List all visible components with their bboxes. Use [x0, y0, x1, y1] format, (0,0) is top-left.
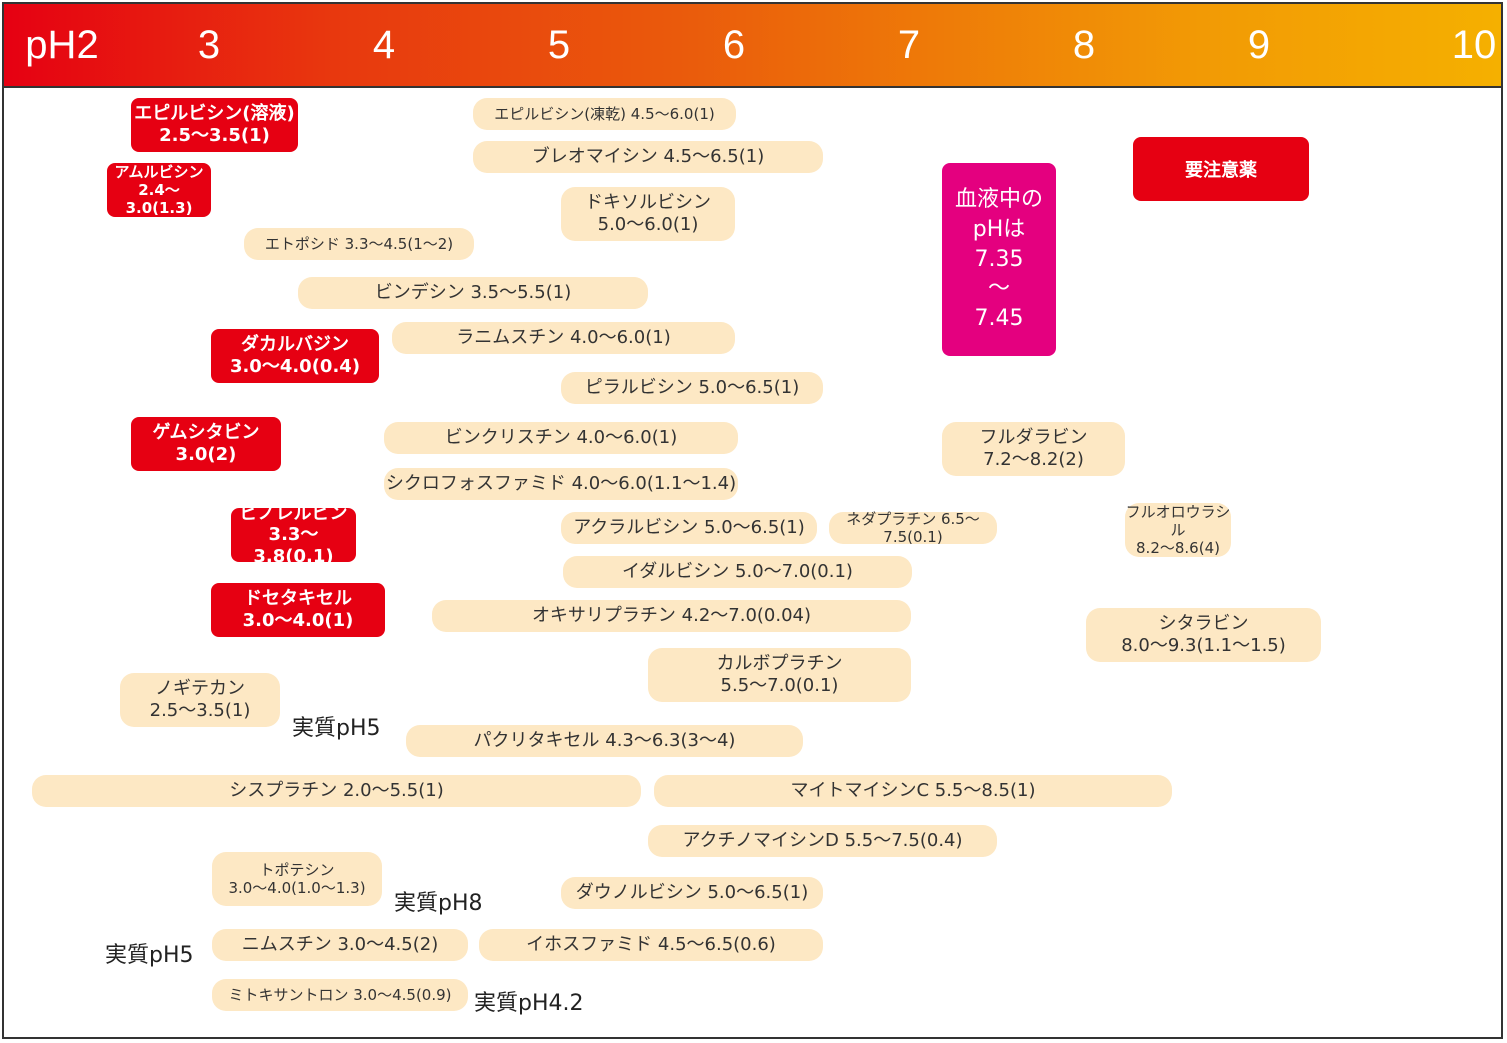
drug-pill: カルボプラチン 5.5〜7.0(0.1) — [648, 648, 911, 702]
drug-pill: マイトマイシンC 5.5〜8.5(1) — [654, 775, 1172, 807]
drug-pill: パクリタキセル 4.3〜6.3(3〜4) — [406, 725, 803, 757]
drug-pill: ゲムシタビン 3.0(2) — [131, 417, 281, 471]
ph-tick: 7 — [897, 23, 921, 67]
effective-ph-note: 実質pH5 — [105, 943, 194, 968]
drug-pill: ネダプラチン 6.5〜7.5(0.1) — [829, 510, 997, 546]
drug-pill: フルオロウラシル 8.2〜8.6(4) — [1125, 503, 1231, 557]
drug-pill: イダルビシン 5.0〜7.0(0.1) — [563, 556, 912, 588]
ph-scale-bar: pH2 3 4 5 6 7 8 9 10 — [4, 4, 1501, 88]
drug-pill: ビンクリスチン 4.0〜6.0(1) — [384, 422, 738, 454]
drug-pill: ダウノルビシン 5.0〜6.5(1) — [561, 877, 823, 909]
drug-pill: ダカルバジン 3.0〜4.0(0.4) — [211, 329, 379, 383]
drug-pill: ブレオマイシン 4.5〜6.5(1) — [473, 141, 823, 173]
drug-pill: シクロフォスファミド 4.0〜6.0(1.1〜1.4) — [384, 468, 738, 500]
drug-pill: ピラルビシン 5.0〜6.5(1) — [561, 372, 823, 404]
ph-tick: 8 — [1072, 23, 1096, 67]
ph-tick: 10 — [1451, 23, 1497, 67]
blood-ph-note: 血液中の pHは 7.35 〜 7.45 — [942, 163, 1056, 356]
drug-pill: ドキソルビシン 5.0〜6.0(1) — [561, 187, 735, 241]
drug-pill: イホスファミド 4.5〜6.5(0.6) — [479, 929, 823, 961]
ph-tick: pH2 — [25, 23, 99, 67]
drug-pill: ニムスチン 3.0〜4.5(2) — [212, 929, 468, 961]
drug-pill: シタラビン 8.0〜9.3(1.1〜1.5) — [1086, 608, 1321, 662]
drug-pill: エピルビシン(凍乾) 4.5〜6.0(1) — [473, 98, 736, 130]
drug-pill: ラニムスチン 4.0〜6.0(1) — [392, 322, 735, 354]
effective-ph-note: 実質pH8 — [394, 891, 483, 916]
drug-pill: トポテシン 3.0〜4.0(1.0〜1.3) — [212, 852, 382, 906]
ph-tick: 9 — [1247, 23, 1271, 67]
drug-pill: フルダラビン 7.2〜8.2(2) — [942, 422, 1125, 476]
effective-ph-note: 実質pH4.2 — [474, 991, 584, 1016]
drug-pill: オキサリプラチン 4.2〜7.0(0.04) — [432, 600, 911, 632]
ph-tick: 5 — [547, 23, 571, 67]
ph-tick: 4 — [372, 23, 396, 67]
drug-pill: シスプラチン 2.0〜5.5(1) — [32, 775, 641, 807]
drug-pill: アクチノマイシンD 5.5〜7.5(0.4) — [648, 825, 997, 857]
drug-pill: ミトキサントロン 3.0〜4.5(0.9) — [212, 979, 468, 1011]
drug-pill: アクラルビシン 5.0〜6.5(1) — [561, 512, 817, 544]
drug-pill: ビノレルビン 3.3〜3.8(0.1) — [231, 503, 356, 567]
effective-ph-note: 実質pH5 — [292, 716, 381, 741]
drug-pill: ドセタキセル 3.0〜4.0(1) — [211, 583, 385, 637]
legend-caution-drug: 要注意薬 — [1133, 137, 1309, 201]
drug-pill: ビンデシン 3.5〜5.5(1) — [298, 277, 648, 309]
ph-tick: 6 — [722, 23, 746, 67]
drug-pill: エピルビシン(溶液) 2.5〜3.5(1) — [131, 98, 298, 152]
ph-tick: 3 — [197, 23, 221, 67]
drug-pill: エトポシド 3.3〜4.5(1〜2) — [244, 228, 474, 260]
drug-pill: ノギテカン 2.5〜3.5(1) — [120, 673, 280, 727]
drug-pill: アムルビシン 2.4〜3.0(1.3) — [107, 163, 211, 217]
